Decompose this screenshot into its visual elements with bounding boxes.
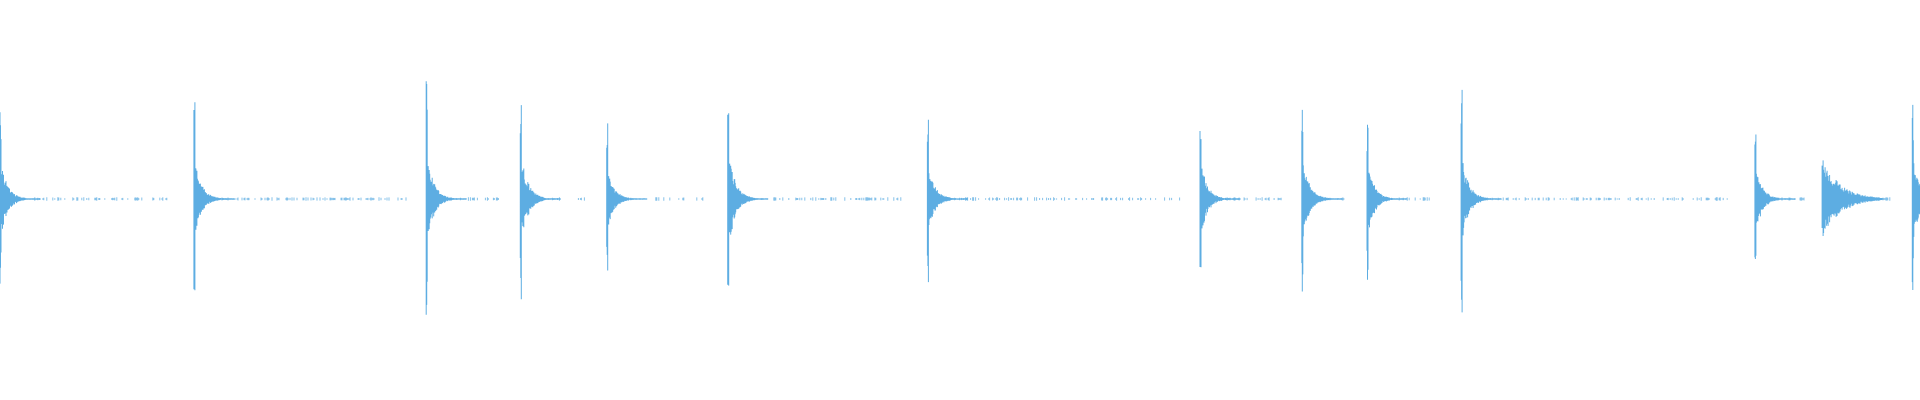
transient-hit-1 xyxy=(0,112,41,284)
transient-hit-12 xyxy=(1754,134,1796,259)
transient-hit-4 xyxy=(519,105,561,300)
transient-hit-2 xyxy=(193,102,235,291)
transient-hit-10 xyxy=(1366,124,1408,280)
noise-segment xyxy=(216,197,407,201)
transient-hit-5 xyxy=(606,123,648,271)
transient-hit-8 xyxy=(1199,131,1241,268)
noise-segment xyxy=(946,197,1181,201)
transient-hit-13 xyxy=(1821,160,1883,236)
transient-hit-3 xyxy=(425,81,467,315)
noise-segment xyxy=(1481,197,1728,201)
transient-hit-14 xyxy=(1911,104,1920,290)
noise-segment xyxy=(34,197,168,201)
noise-segment xyxy=(749,197,902,201)
transient-hits-layer xyxy=(0,81,1920,315)
transient-hit-6 xyxy=(727,113,769,286)
transient-hit-7 xyxy=(926,119,968,283)
transient-hit-11 xyxy=(1460,89,1502,313)
transient-hit-9 xyxy=(1301,109,1343,292)
